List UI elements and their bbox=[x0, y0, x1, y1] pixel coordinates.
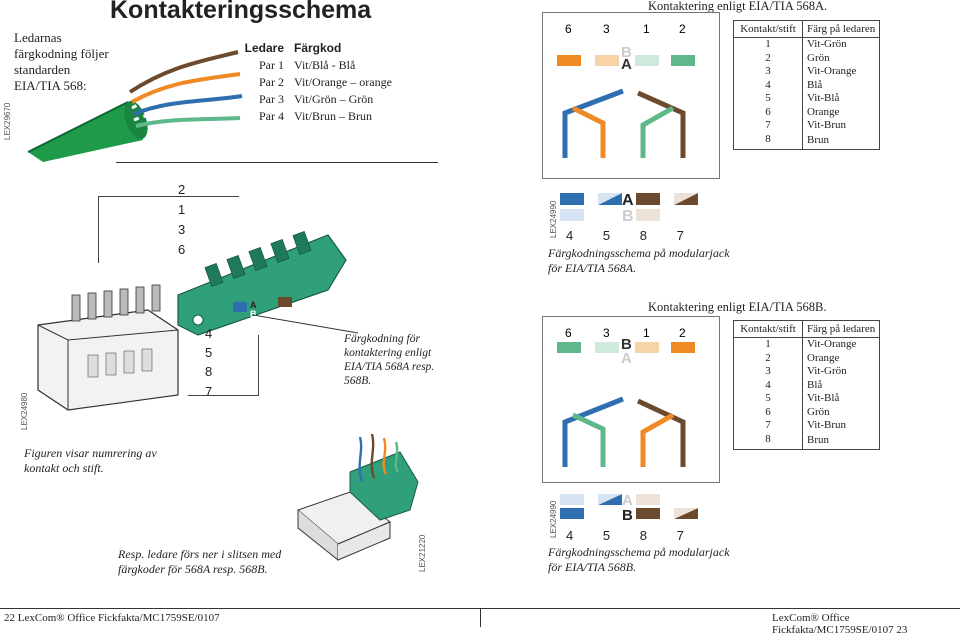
bottom-numbers-b: 4 5 8 7 bbox=[566, 528, 684, 543]
lex-code-1: LEX29670 bbox=[3, 102, 12, 140]
numbering-box-right bbox=[188, 335, 259, 396]
right-number: 4 bbox=[205, 326, 213, 341]
page-divider bbox=[480, 608, 481, 627]
pin-number: 3 bbox=[603, 22, 610, 36]
right-number: 5 bbox=[205, 345, 213, 360]
svg-text:1: 1 bbox=[643, 326, 650, 340]
footer-right: LexCom® Office Fickfakta/MC1759SE/0107 2… bbox=[772, 612, 908, 636]
svg-text:B: B bbox=[621, 336, 632, 353]
right-number: 7 bbox=[205, 384, 213, 399]
caption-568b: Färgkodningsschema på modularjack för EI… bbox=[548, 545, 730, 574]
numbering-box-left bbox=[98, 196, 239, 263]
svg-text:3: 3 bbox=[603, 326, 610, 340]
jack-bottom-a: A B bbox=[556, 185, 718, 243]
table-header: Kontakt/stift bbox=[734, 321, 803, 338]
section-a-heading: Kontaktering enligt EIA/TIA 568A. bbox=[648, 0, 828, 13]
table-header: Färg på ledaren bbox=[802, 321, 880, 338]
left-number: 2 bbox=[178, 182, 186, 197]
svg-text:A: A bbox=[622, 192, 634, 209]
lex-code-5: LEX21220 bbox=[418, 534, 427, 572]
pin-number: 1 bbox=[643, 22, 650, 36]
bottom-numbers-a: 4 5 8 7 bbox=[566, 228, 684, 243]
left-number: 3 bbox=[178, 222, 186, 237]
pin-number: 6 bbox=[565, 22, 572, 36]
svg-text:2: 2 bbox=[679, 326, 686, 340]
wire-insertion-illustration bbox=[297, 433, 419, 562]
jack-bottom-b: A B bbox=[556, 490, 718, 530]
jack-diagram-b: 6 3 1 2 B A bbox=[542, 316, 720, 483]
pair-header-right: Färgkod bbox=[294, 41, 342, 55]
pair-header-left: Ledare bbox=[244, 41, 284, 55]
footer-left: 22 LexCom® Office Fickfakta/MC1759SE/010… bbox=[4, 612, 220, 624]
table-header: Kontakt/stift bbox=[734, 21, 803, 38]
svg-text:A: A bbox=[621, 56, 632, 73]
left-number: 1 bbox=[178, 202, 186, 217]
table-header: Färg på ledaren bbox=[802, 21, 880, 38]
svg-text:A: A bbox=[250, 300, 257, 310]
svg-text:A: A bbox=[621, 350, 632, 367]
intro-text: Ledarnas färgkodning följer standarden E… bbox=[14, 30, 109, 93]
svg-text:B: B bbox=[622, 208, 634, 225]
lex-code-2: LEX24980 bbox=[20, 392, 29, 430]
svg-text:B: B bbox=[250, 309, 257, 319]
wiring-diagram-a: 6 3 1 2 B A bbox=[557, 22, 695, 158]
left-number: 6 bbox=[178, 242, 186, 257]
cable-illustration bbox=[27, 50, 243, 162]
figure-numbering-caption: Figuren visar numrering av kontakt och s… bbox=[24, 446, 157, 475]
right-number: 8 bbox=[205, 364, 213, 379]
svg-text:B: B bbox=[622, 507, 633, 524]
caption-568a: Färgkodningsschema på modularjack för EI… bbox=[548, 246, 730, 275]
svg-text:6: 6 bbox=[565, 326, 572, 340]
pin-number: 2 bbox=[679, 22, 686, 36]
jack-illustration: A B bbox=[37, 231, 359, 411]
color-coding-caption: Färgkodning för kontaktering enligt EIA/… bbox=[344, 333, 435, 387]
divider-line bbox=[116, 162, 438, 163]
jack-diagram-a: 6 3 1 2 B A bbox=[542, 12, 720, 179]
svg-text:A: A bbox=[622, 492, 633, 509]
page-title: Kontakteringsschema bbox=[110, 0, 372, 24]
wires-routed-caption: Resp. ledare förs ner i slitsen med färg… bbox=[118, 547, 282, 576]
section-b-heading: Kontaktering enligt EIA/TIA 568B. bbox=[648, 300, 827, 314]
svg-text:B: B bbox=[621, 44, 632, 61]
